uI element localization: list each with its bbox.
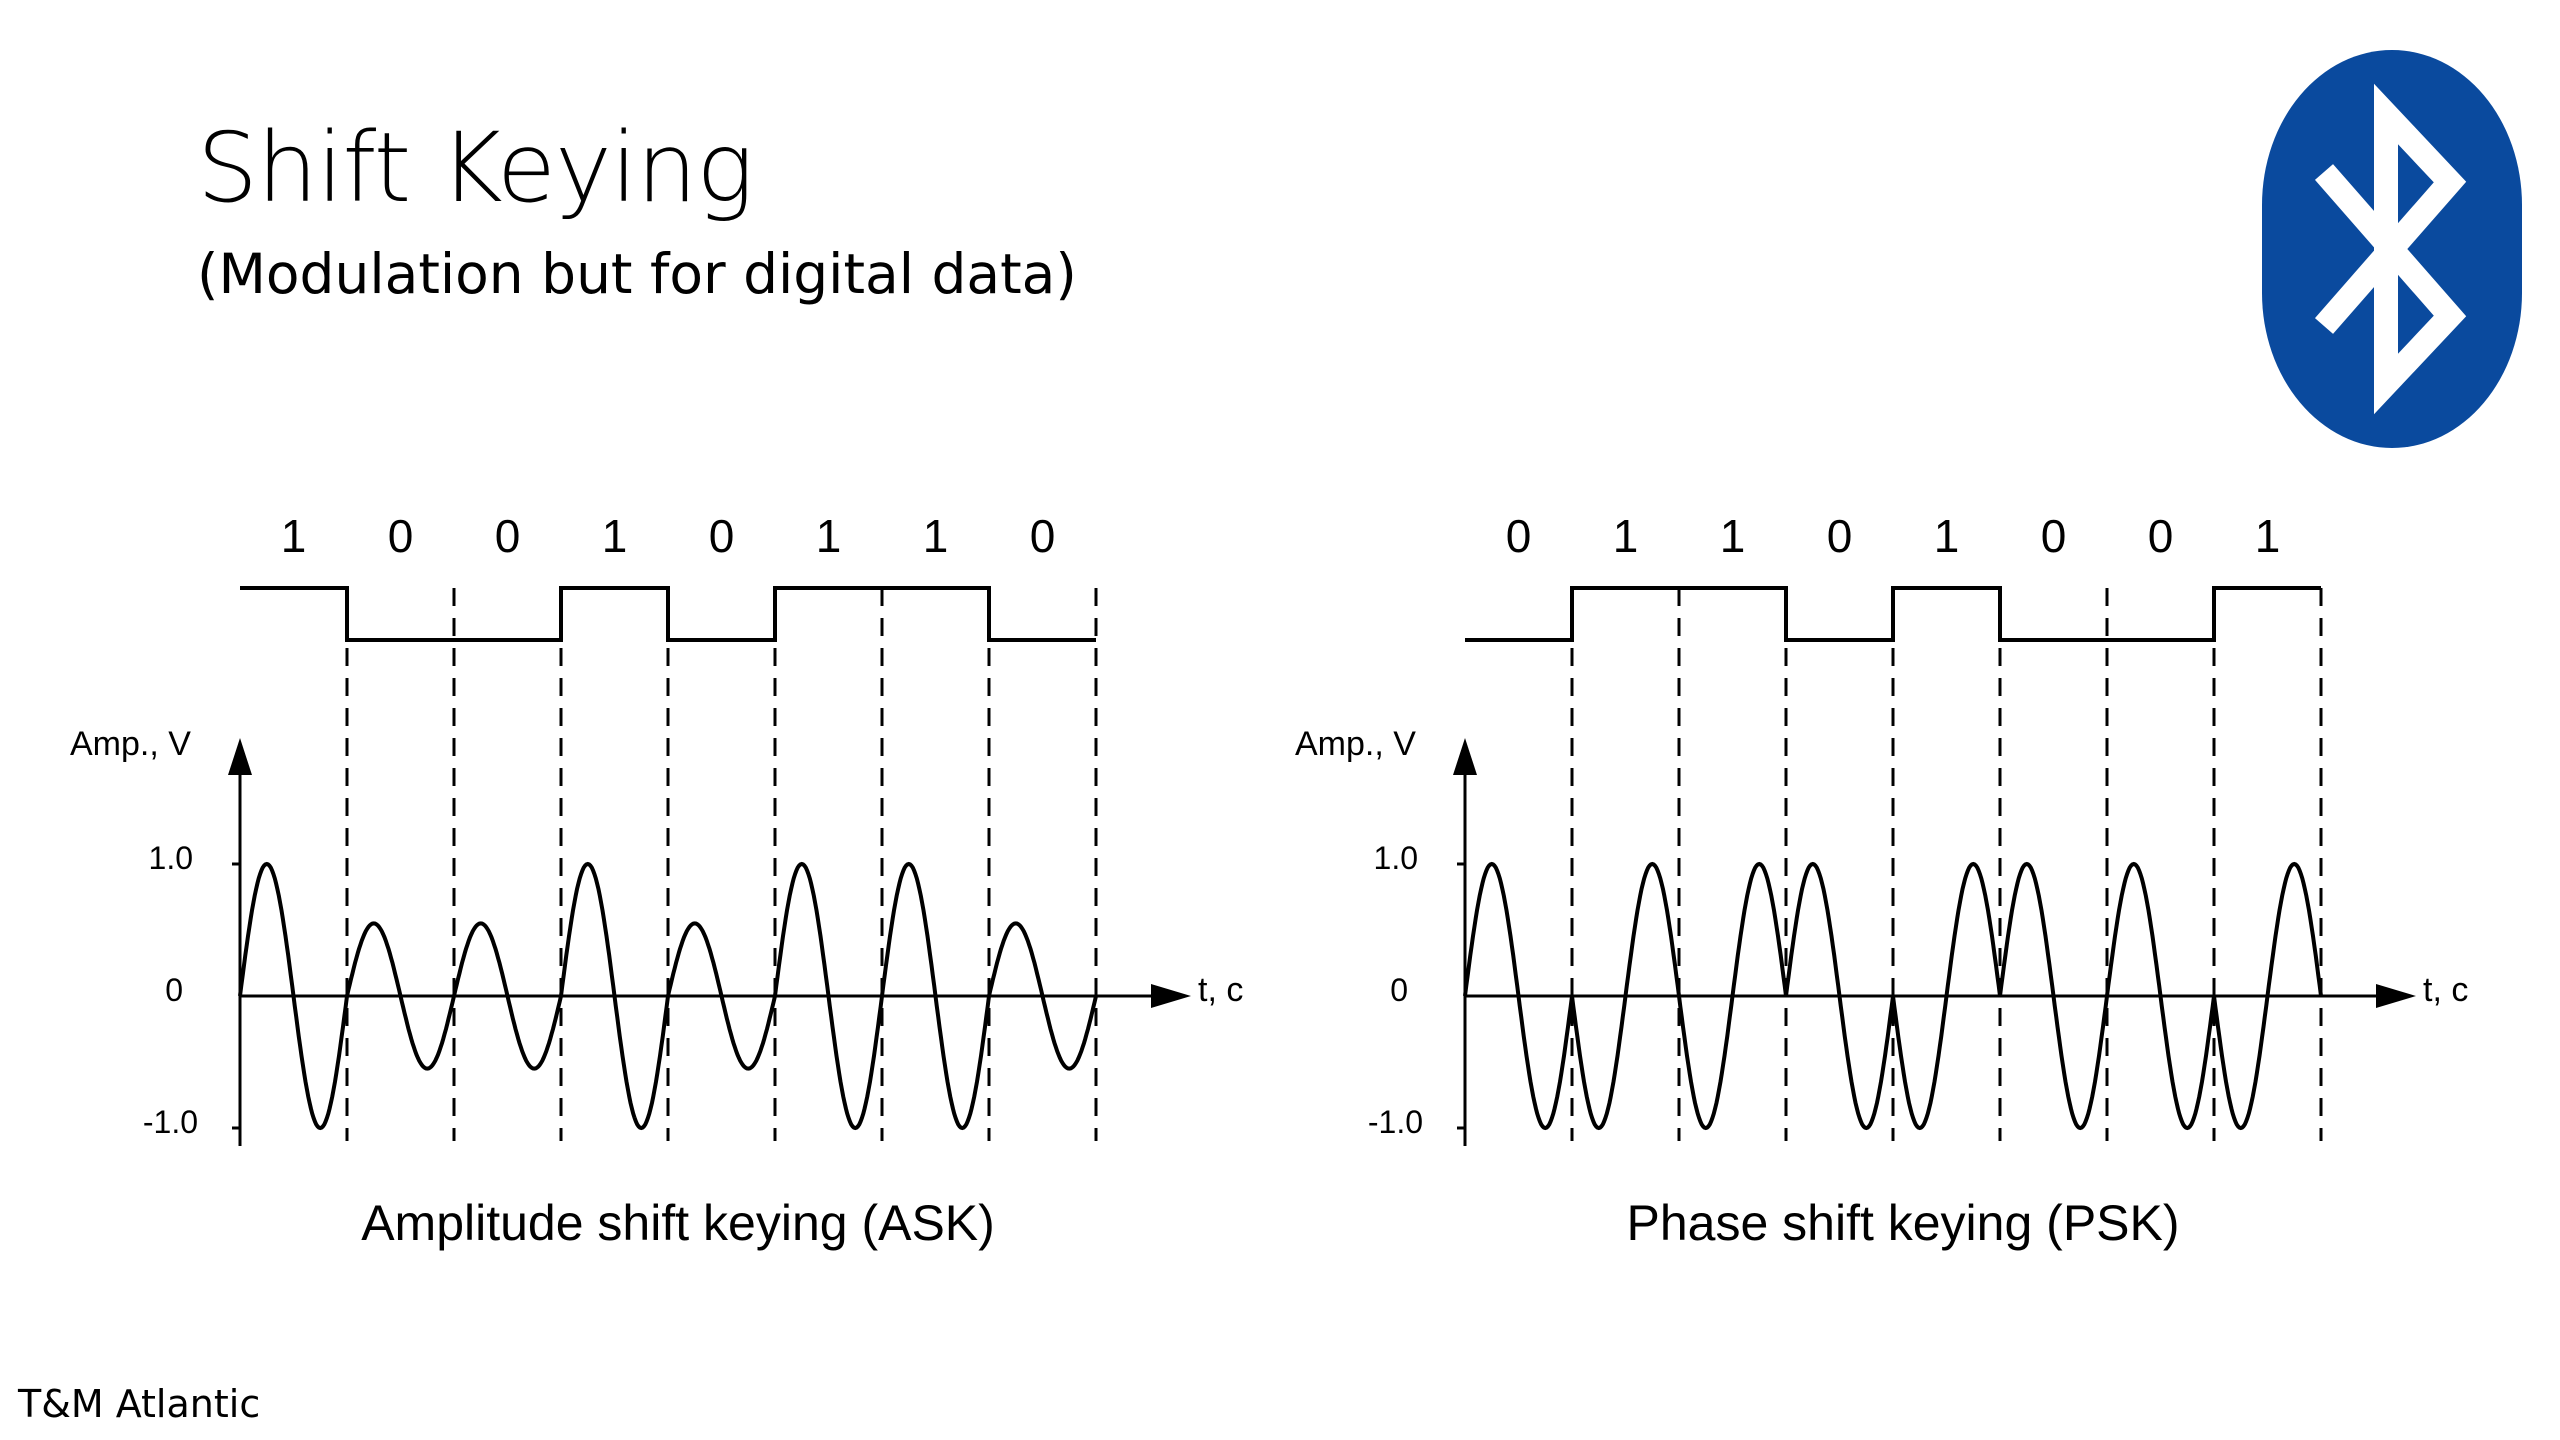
x-axis-label: t, c — [1198, 971, 1243, 1009]
waveform-segment — [1891, 861, 2002, 1131]
waveform-segment — [2212, 861, 2323, 1131]
bit-label: 0 — [2148, 510, 2174, 562]
bit-label: 0 — [1030, 510, 1056, 562]
bluetooth-rune — [2314, 83, 2467, 415]
bit-label: 1 — [1613, 510, 1639, 562]
digital-signal-line — [1465, 586, 2321, 642]
bit-label: 0 — [1827, 510, 1853, 562]
waveform-segment — [987, 921, 1098, 1071]
y-tick-label: 1.0 — [1374, 840, 1418, 876]
waveform-segment — [1677, 861, 1788, 1131]
ask-chart: 1 0 0 1 0 1 1 0 Amp., V t, c 1.0 0 -1.0 Amplitu… — [50, 470, 1270, 1290]
waveform-segment — [1784, 861, 1895, 1131]
waveform-segment — [666, 921, 777, 1071]
bit-label: 1 — [602, 510, 628, 562]
x-axis-arrow — [1151, 984, 1191, 1008]
waveform-segment — [1463, 861, 1574, 1131]
bit-label: 1 — [2255, 510, 2281, 562]
waveform-segment — [880, 861, 991, 1131]
bit-label: 0 — [388, 510, 414, 562]
x-axis-label: t, c — [2423, 971, 2468, 1009]
waveform-segment — [238, 861, 349, 1131]
bit-label: 1 — [1934, 510, 1960, 562]
bit-label: 1 — [816, 510, 842, 562]
y-tick-label: 1.0 — [149, 840, 193, 876]
y-axis-label: Amp., V — [70, 725, 191, 763]
bit-label: 0 — [495, 510, 521, 562]
y-tick-label: 0 — [1390, 972, 1408, 1008]
bit-label: 0 — [1506, 510, 1532, 562]
chart-caption: Phase shift keying (PSK) — [1626, 1195, 2179, 1251]
waveform-segment — [1998, 861, 2109, 1131]
waveform-segment — [2105, 861, 2216, 1131]
slide-subtitle: (Modulation but for digital data) — [197, 242, 1077, 306]
psk-chart: 0 1 1 0 1 0 0 1 Amp., V t, c 1.0 0 -1.0 Phase s… — [1275, 470, 2495, 1290]
bit-label: 1 — [1720, 510, 1746, 562]
waveform-segment — [452, 921, 563, 1071]
waveform-segment — [345, 921, 456, 1071]
waveform-segment — [773, 861, 884, 1131]
chart-caption: Amplitude shift keying (ASK) — [361, 1195, 995, 1251]
y-tick-label: -1.0 — [143, 1104, 198, 1140]
y-axis-label: Amp., V — [1295, 725, 1416, 763]
waveform-segment — [559, 861, 670, 1131]
y-tick-label: 0 — [165, 972, 183, 1008]
y-axis-arrow — [228, 738, 252, 775]
x-axis-arrow — [2376, 984, 2416, 1008]
bit-label: 0 — [709, 510, 735, 562]
bit-label: 0 — [2041, 510, 2067, 562]
waveform-segment — [1570, 861, 1681, 1131]
bit-label: 1 — [923, 510, 949, 562]
bluetooth-icon — [2262, 50, 2522, 448]
digital-signal-line — [240, 586, 1096, 642]
footer-text: T&M Atlantic — [18, 1382, 261, 1426]
slide-title: Shift Keying — [197, 112, 754, 224]
y-tick-label: -1.0 — [1368, 1104, 1423, 1140]
y-axis-arrow — [1453, 738, 1477, 775]
bit-label: 1 — [281, 510, 307, 562]
